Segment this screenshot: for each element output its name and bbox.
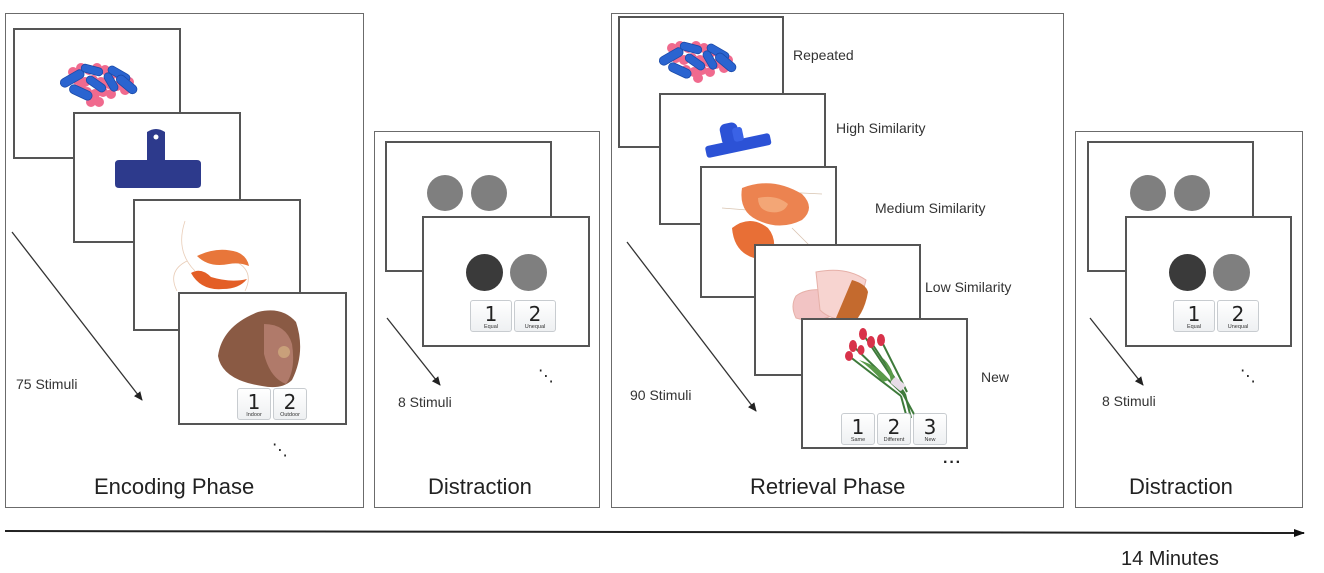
key-caption: New bbox=[924, 437, 936, 443]
key-number: 2 bbox=[1231, 302, 1245, 326]
distraction-card-unequal: 1 Equal 2 Unequal bbox=[422, 216, 590, 347]
timeline-arrow bbox=[4, 528, 1305, 537]
distraction-response-keys: 1 Equal 2 Unequal bbox=[470, 300, 556, 332]
retrieval-card-new: 1 Same 2 Different 3 New bbox=[801, 318, 968, 449]
bag-clip-image bbox=[115, 129, 201, 188]
timeline-duration-label: 14 Minutes bbox=[1121, 548, 1219, 570]
distraction-stimuli-count-1: 8 Stimuli bbox=[398, 394, 452, 410]
key-number: 2 bbox=[528, 302, 542, 326]
gray-circle bbox=[1130, 175, 1166, 211]
key-number: 3 bbox=[923, 415, 937, 439]
dark-circle bbox=[1169, 254, 1206, 291]
response-key[interactable]: 1 Same bbox=[841, 413, 875, 445]
key-caption: Unequal bbox=[524, 324, 546, 330]
key-number: 1 bbox=[247, 390, 261, 414]
retrieval-phase-title: Retrieval Phase bbox=[750, 474, 906, 499]
key-caption: Outdoor bbox=[280, 412, 300, 418]
response-key[interactable]: 1 Equal bbox=[1173, 300, 1215, 332]
gray-circle bbox=[1174, 175, 1210, 211]
distraction-card-unequal: 1 Equal 2 Unequal bbox=[1125, 216, 1292, 347]
encoding-phase-title: Encoding Phase bbox=[94, 474, 255, 499]
response-key[interactable]: 2 Unequal bbox=[1217, 300, 1259, 332]
encoding-card-ham: 1 Indoor 2 Outdoor bbox=[178, 292, 347, 425]
key-caption: Unequal bbox=[1227, 324, 1249, 330]
response-key[interactable]: 1 Equal bbox=[470, 300, 512, 332]
key-caption: Indoor bbox=[246, 412, 262, 418]
key-number: 2 bbox=[887, 415, 901, 439]
ham-image bbox=[792, 269, 868, 328]
shrimp-image bbox=[173, 220, 249, 292]
pills-image bbox=[658, 41, 737, 83]
retrieval-response-keys: 1 Same 2 Different 3 New bbox=[841, 413, 947, 445]
response-key[interactable]: 1 Indoor bbox=[237, 388, 271, 420]
key-caption: Different bbox=[883, 437, 905, 443]
distraction-title-1: Distraction bbox=[428, 474, 532, 499]
distraction-ellipsis-2: ⋱ bbox=[1240, 368, 1257, 385]
tulips-image bbox=[845, 328, 916, 419]
key-number: 1 bbox=[1187, 302, 1201, 326]
key-caption: Equal bbox=[483, 324, 499, 330]
response-key[interactable]: 3 New bbox=[913, 413, 947, 445]
distraction-title-2: Distraction bbox=[1129, 474, 1233, 499]
retrieval-card-repeated bbox=[618, 16, 784, 148]
bag-clip-image bbox=[705, 122, 772, 158]
condition-label-new: New bbox=[981, 369, 1010, 385]
distraction-response-keys: 1 Equal 2 Unequal bbox=[1173, 300, 1259, 332]
condition-label-repeated: Repeated bbox=[793, 47, 854, 63]
condition-label-high-similarity: High Similarity bbox=[836, 120, 926, 136]
response-key[interactable]: 2 Outdoor bbox=[273, 388, 307, 420]
retrieval-ellipsis: ··· bbox=[943, 454, 962, 471]
encoding-stimuli-count: 75 Stimuli bbox=[16, 376, 78, 392]
response-key[interactable]: 2 Unequal bbox=[514, 300, 556, 332]
condition-label-medium-similarity: Medium Similarity bbox=[875, 200, 986, 216]
retrieval-stimuli-count: 90 Stimuli bbox=[630, 387, 692, 403]
pills-image bbox=[59, 63, 138, 107]
gray-circle bbox=[471, 175, 507, 211]
dark-circle bbox=[466, 254, 503, 291]
key-caption: Equal bbox=[1186, 324, 1202, 330]
key-caption: Same bbox=[850, 437, 866, 443]
distraction-ellipsis-1: ⋱ bbox=[538, 368, 555, 385]
key-number: 1 bbox=[851, 415, 865, 439]
gray-circle bbox=[427, 175, 463, 211]
response-key[interactable]: 2 Different bbox=[877, 413, 911, 445]
gray-circle bbox=[510, 254, 547, 291]
encoding-response-keys: 1 Indoor 2 Outdoor bbox=[237, 388, 307, 420]
key-number: 1 bbox=[484, 302, 498, 326]
encoding-ellipsis: ⋱ bbox=[272, 442, 289, 459]
gray-circle bbox=[1213, 254, 1250, 291]
distraction-stimuli-count-2: 8 Stimuli bbox=[1102, 393, 1156, 409]
condition-label-low-similarity: Low Similarity bbox=[925, 279, 1012, 295]
key-number: 2 bbox=[283, 390, 297, 414]
ham-image bbox=[218, 310, 301, 388]
